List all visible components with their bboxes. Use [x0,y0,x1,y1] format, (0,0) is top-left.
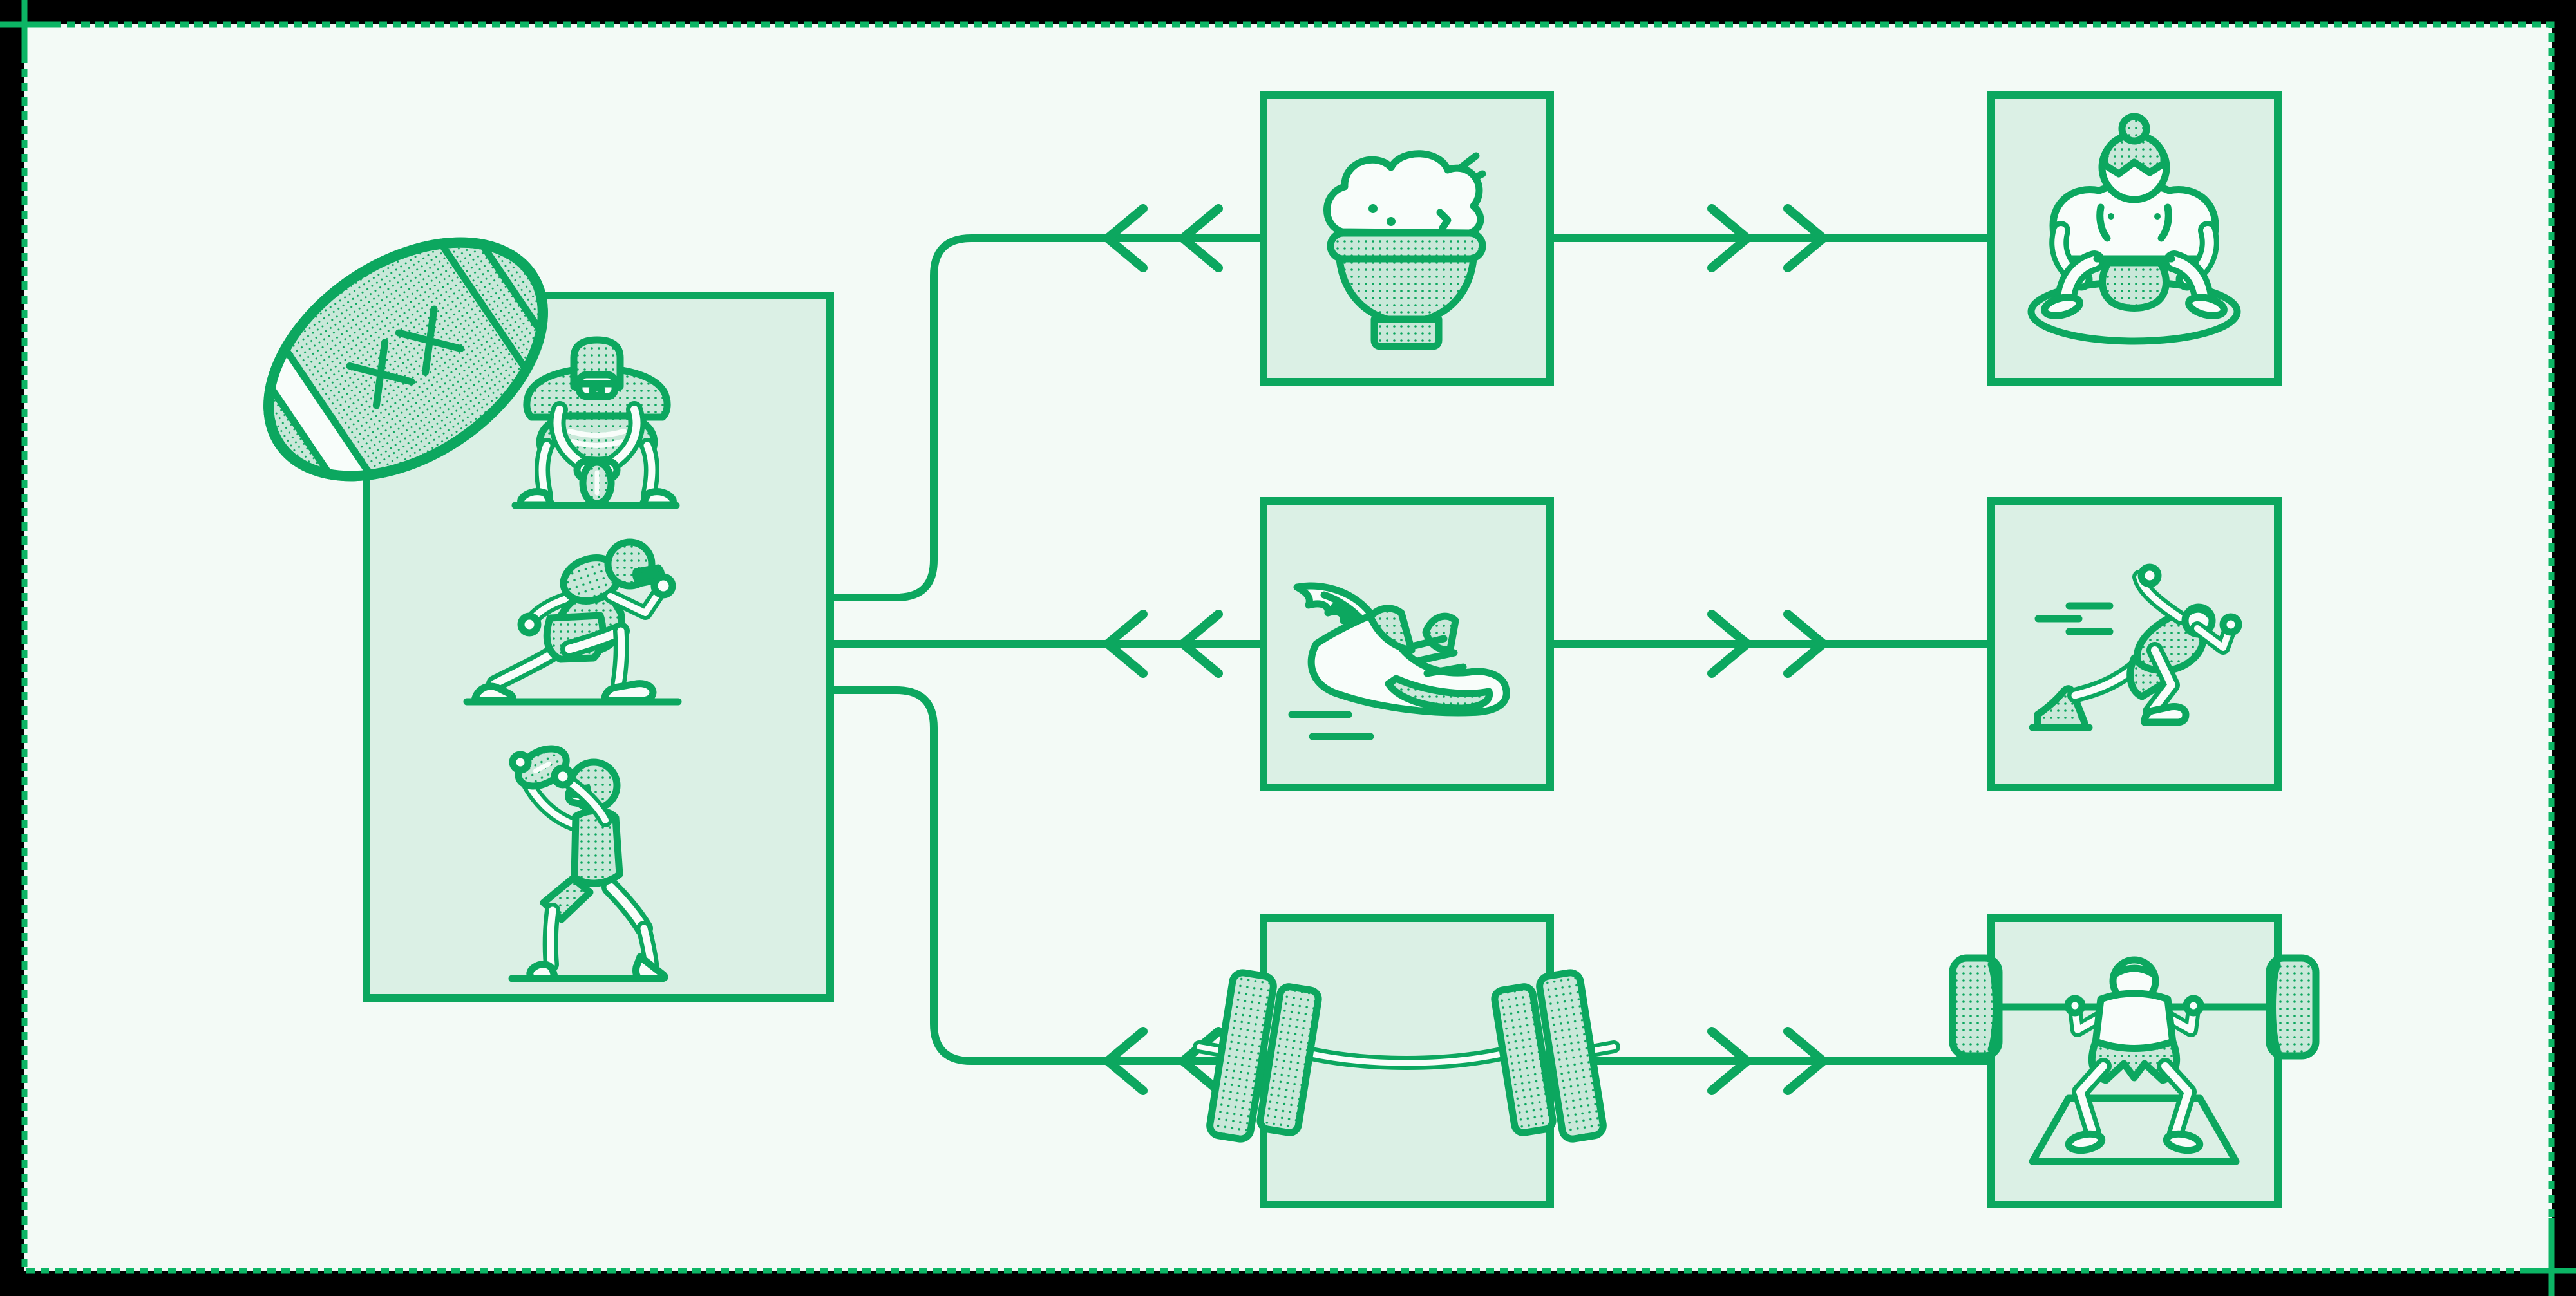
american-football-icon [238,199,573,520]
running-back-icon [463,538,682,706]
edge-rice-to-team[interactable] [830,234,1264,601]
quarterback-throw-icon [508,745,668,982]
corner-mark-bottom-right [2523,1218,2576,1296]
edge-barbell-to-team[interactable] [830,686,1264,1065]
rice-bowl-icon [1323,150,1486,350]
corner-mark-top-left [0,0,55,55]
topknot [2118,113,2150,145]
chevrons-right-top [1707,204,1828,272]
mawashi-belt [2099,259,2170,312]
bent-barbell-icon [1193,969,1620,1143]
football-laces [346,305,464,409]
chevrons-right-middle [1707,610,1828,678]
sumo-wrestler-icon [2027,113,2241,345]
winged-running-shoe-icon [1288,582,1510,740]
sprinter-start-icon [2029,563,2242,731]
mat [2029,1094,2240,1165]
edges [830,204,1991,1095]
lineman-snap-icon [511,336,680,509]
sprinter-box[interactable] [1987,497,2282,791]
chevrons-left-middle [1103,610,1223,678]
chevrons-right-bottom [1707,1027,1828,1095]
artboard-dashed-border [21,21,2555,1274]
barbell-squat-icon [1949,954,2320,1165]
chevrons-left-bottom [1103,1027,1223,1095]
chevrons-left-top [1103,204,1223,272]
